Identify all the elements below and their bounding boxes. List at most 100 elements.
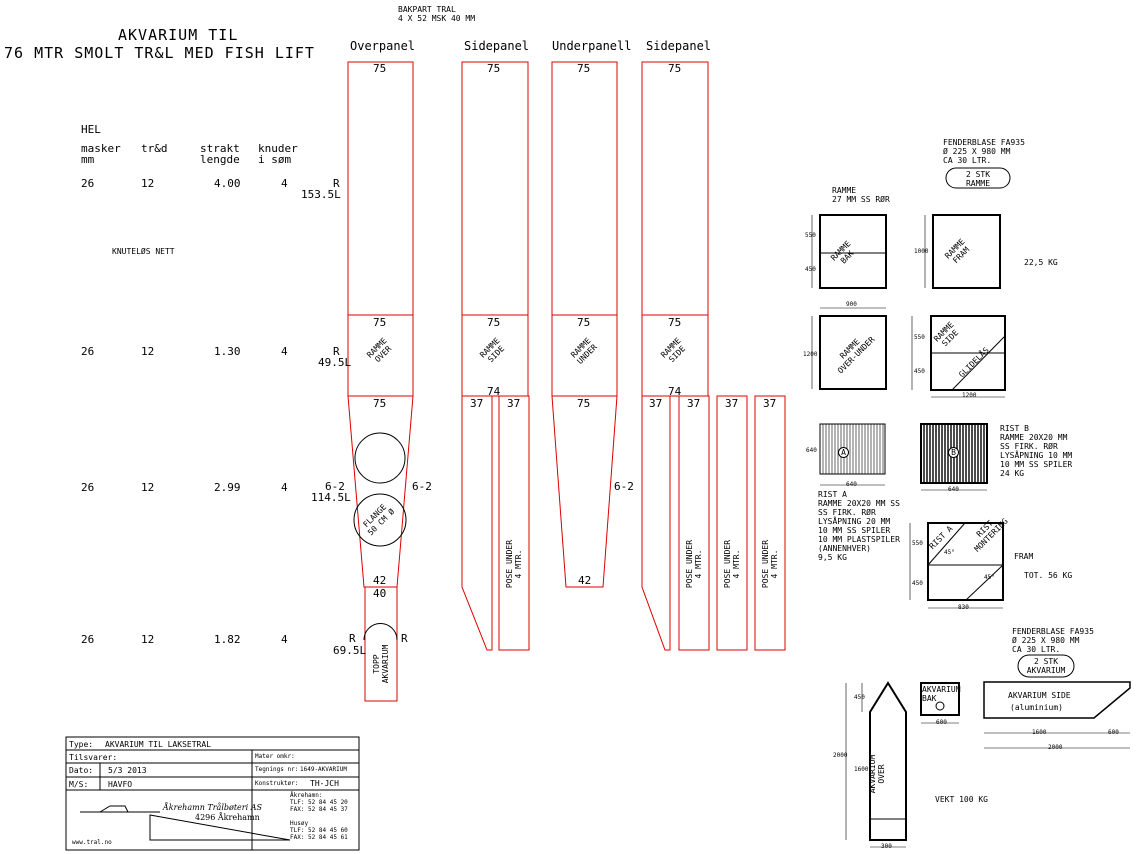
montering-diag1: [927, 522, 966, 566]
row2-strakt: 1.30: [214, 345, 241, 358]
rist-b-line2: RAMME 20X20 MM: [1000, 433, 1068, 442]
col-masker: masker: [81, 142, 121, 155]
row2-trad: 12: [141, 345, 155, 358]
rist-a-line1: RIST A: [818, 490, 847, 499]
label-akvarium-bak: AKVARIUM BAK: [922, 685, 961, 703]
seam-62-under: 6-2: [614, 480, 634, 493]
table-hel: HEL: [81, 123, 101, 136]
dim-640: 640: [806, 447, 817, 454]
right-parts: [819, 167, 1131, 841]
circle-b-label: B: [948, 447, 959, 458]
sidepanel2-pose: [678, 395, 710, 651]
dim-450: 450: [912, 580, 923, 587]
tb-husoy-key: Husøy: [290, 820, 309, 827]
sidepanel2-frame: [641, 314, 709, 397]
row1-knuder: 4: [281, 177, 288, 190]
dim-2000: 2000: [833, 752, 848, 759]
tb-web: www.tral.no: [72, 839, 112, 846]
label-overpanel: Overpanel: [350, 39, 416, 53]
dim-550: 550: [912, 540, 923, 547]
rist-b-line1: RIST B: [1000, 424, 1029, 433]
col-strakt: strakt: [200, 142, 240, 155]
row4-strakt: 1.82: [214, 633, 241, 646]
tb-ms-key: M/S:: [69, 780, 89, 789]
rist-a-line4: LYSÅPNING 20 MM: [818, 517, 891, 526]
mesh-74: 74: [487, 385, 501, 398]
fender1-line3: CA 30 LTR.: [943, 156, 992, 165]
fender1-pill-text: 2 STK RAMME: [965, 170, 991, 188]
tb-tegning-key: Tegnings nr:: [255, 766, 299, 773]
col-strakt-2: lengde: [200, 153, 240, 166]
tb-akrehamn-tlf: TLF: 52 84 45 20: [290, 799, 348, 806]
mesh-42: 42: [373, 574, 387, 587]
rist-bars: [822, 424, 985, 483]
label-pose-under-3: POSE UNDER 4 MTR.: [723, 539, 741, 589]
tb-akrehamn-key: Åkrehamn:: [290, 792, 323, 799]
ramme-fram: [932, 214, 1001, 289]
row3-masker: 26: [81, 481, 95, 494]
panel-details: [353, 432, 407, 641]
dim-600: 600: [1108, 729, 1119, 736]
weight-225: 22,5 KG: [1024, 258, 1058, 267]
mesh-75: 75: [373, 62, 387, 75]
fender1-line1: FENDERBLASE FA935: [943, 138, 1025, 147]
r-marker-3: R: [349, 632, 356, 645]
sidepanel1-frame: [461, 314, 529, 397]
mesh-40: 40: [373, 587, 387, 600]
label-sidepanel-2: Sidepanel: [646, 39, 712, 53]
tb-dato-value: 5/3 2013: [108, 766, 147, 775]
row1-strakt: 4.00: [214, 177, 241, 190]
mesh-75: 75: [487, 62, 501, 75]
col-knuder: knuder: [258, 142, 298, 155]
rist-a-line5: 10 MM SS SPILER: [818, 526, 891, 535]
dim-300: 300: [881, 843, 892, 850]
label-pose-under-1: POSE UNDER 4 MTR.: [505, 539, 523, 589]
dim-640: 640: [948, 486, 959, 493]
montering-diag2: [965, 564, 1004, 601]
r-marker-2: R: [333, 345, 340, 358]
sidepanel2-top: [641, 61, 709, 316]
circle-a-label: A: [838, 447, 849, 458]
row3-trad: 12: [141, 481, 155, 494]
rist-a: [819, 423, 886, 475]
mesh-75: 75: [668, 316, 682, 329]
seam-62-right: 6-2: [412, 480, 432, 493]
mesh-37: 37: [507, 397, 521, 410]
mesh-75: 75: [668, 62, 682, 75]
total-weight: TOT. 56 KG: [1024, 571, 1073, 580]
l-1535: 153.5L: [301, 188, 341, 201]
dimension-lines: [811, 215, 1130, 848]
pose-strip-3: [754, 395, 786, 651]
label-akvarium-side: AKVARIUM SIDE: [1008, 691, 1071, 700]
rist-a-line3: SS FIRK. RØR: [818, 508, 876, 517]
overpanel-top: [347, 61, 414, 316]
mesh-37: 37: [763, 397, 777, 410]
dim-1200: 1200: [803, 351, 818, 358]
dim-830: 830: [958, 604, 969, 611]
row1-trad: 12: [141, 177, 155, 190]
seam-62-left: 6-2: [325, 480, 345, 493]
row3-strakt: 2.99: [214, 481, 241, 494]
col-masker-unit: mm: [81, 153, 95, 166]
title-block-frame: [65, 736, 360, 851]
dim-450: 450: [914, 368, 925, 375]
sidepanel2-left-strip: [641, 395, 671, 651]
dim-640: 640: [846, 481, 857, 488]
topp-akvarium-section: [364, 586, 398, 702]
topp-arc: [363, 623, 398, 641]
label-topp-akvarium: TOPP AKVARIUM: [372, 644, 390, 684]
label-akvarium-side-material: (aluminium): [1010, 703, 1063, 712]
row4-knuder: 4: [281, 633, 288, 646]
tb-husoy-tlf: TLF: 52 84 45 60: [290, 827, 348, 834]
dim-1000: 1000: [914, 248, 929, 255]
label-pose-under-4: POSE UNDER 4 MTR.: [761, 539, 779, 589]
trawl-sketch: [149, 814, 291, 841]
row2-knuder: 4: [281, 345, 288, 358]
rist-b-line6: 24 KG: [1000, 469, 1025, 478]
label-fram: FRAM: [1014, 552, 1034, 561]
fender2-pill-text: 2 STK AKVARIUM: [1026, 657, 1066, 675]
sidepanel1-left-strip: [461, 395, 493, 651]
mesh-75: 75: [577, 62, 591, 75]
underpanel-top: [551, 61, 618, 316]
